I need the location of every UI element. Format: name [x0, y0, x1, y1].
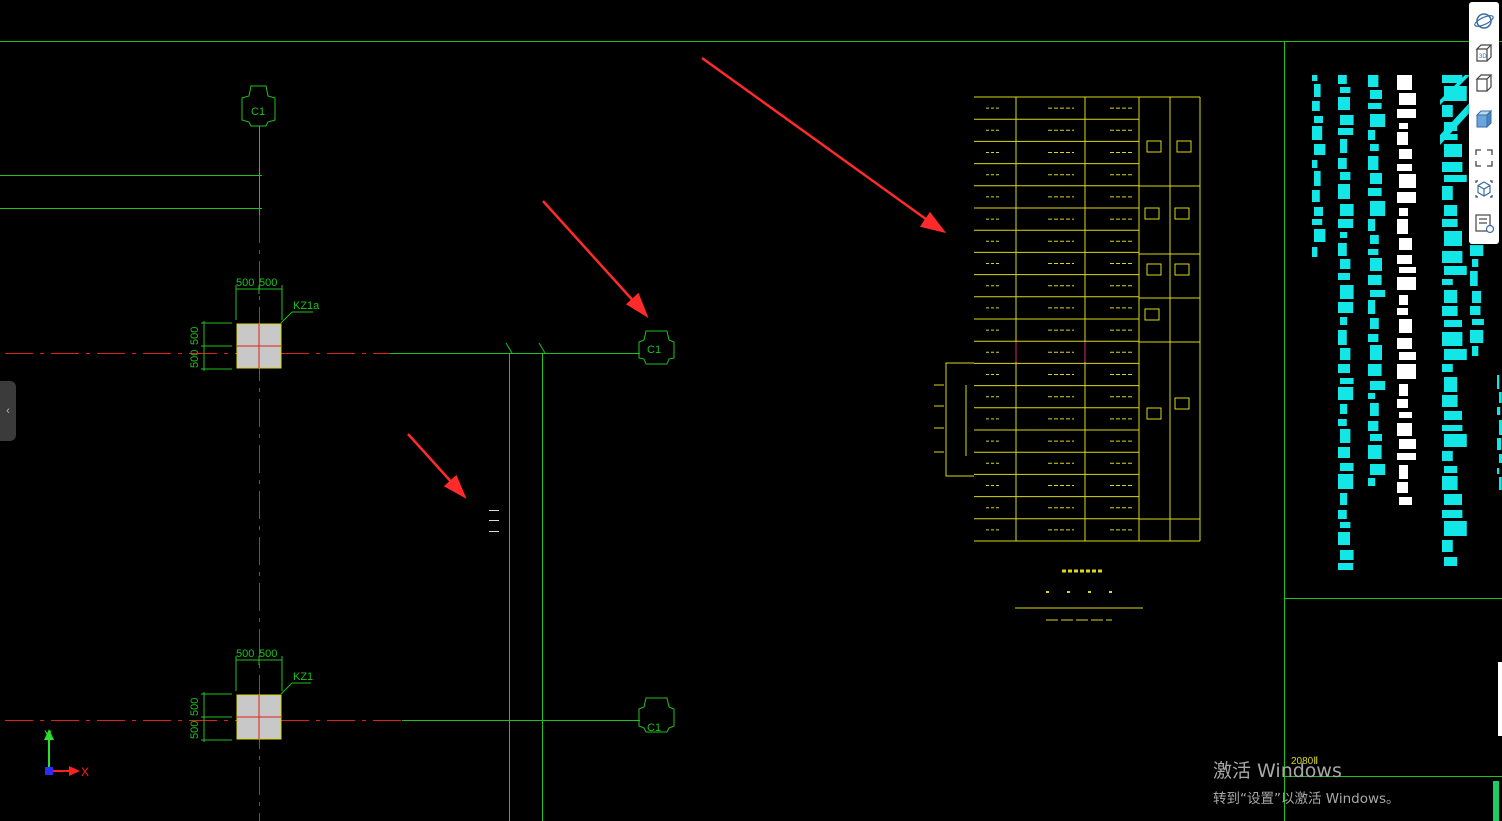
dim-side-bottom: 500 — [189, 721, 201, 739]
column-kz1[interactable]: 500 500 500 500 KZ1 — [189, 648, 313, 742]
dim-top-left: 500 — [236, 277, 254, 289]
column-label-kz1: KZ1 — [293, 671, 313, 683]
side-panel-toggle[interactable]: ‹ — [0, 381, 16, 441]
view-3d-icon[interactable]: 3D — [1473, 42, 1495, 64]
grid-bubble-label: C1 — [647, 344, 661, 356]
activation-title: 激活 Windows — [1213, 760, 1342, 782]
drawing-notes-blocks — [1312, 75, 1502, 570]
properties-list-icon[interactable] — [1473, 212, 1495, 234]
grid-bubble-label: C1 — [647, 722, 661, 734]
scroll-indicator[interactable] — [1493, 781, 1499, 821]
dim-top-left: 500 — [236, 648, 254, 660]
grid-bubble[interactable]: C1 — [638, 330, 675, 365]
navigate-orbit-icon[interactable] — [1473, 10, 1495, 32]
svg-text:3D: 3D — [1479, 54, 1487, 60]
view-toolbar: 3D — [1469, 2, 1499, 244]
dim-top-right: 500 — [259, 648, 277, 660]
chevron-left-icon: ‹ — [6, 405, 10, 417]
zoom-extents-icon[interactable] — [1473, 147, 1495, 169]
grid-bubble[interactable]: C1 — [638, 697, 675, 734]
view-cube-shaded-icon[interactable] — [1473, 108, 1495, 130]
dim-side-top: 500 — [189, 327, 201, 345]
view-cube-icon[interactable] — [1473, 72, 1495, 94]
dim-top-right: 500 — [259, 277, 277, 289]
activation-subtitle: 转到“设置”以激活 Windows。 — [1213, 791, 1400, 807]
beam-lines — [0, 126, 640, 821]
title-block-label: 2080Ⅱ — [1291, 756, 1318, 767]
side-strip — [1498, 662, 1502, 736]
dim-side-top: 500 — [189, 698, 201, 716]
dim-side-bottom: 500 — [189, 350, 201, 368]
section-mark — [489, 510, 499, 532]
column-schedule-table[interactable] — [934, 96, 1201, 621]
column-label-kz1a: KZ1a — [293, 300, 320, 312]
windows-activation-watermark: 激活 Windows 转到“设置”以激活 Windows。 — [1213, 756, 1400, 807]
grid-bubble-label: C1 — [251, 106, 265, 118]
ucs-x-label: X — [81, 765, 89, 779]
view-box-icon[interactable] — [1473, 178, 1495, 200]
ucs-icon: Y X — [44, 728, 89, 779]
ucs-y-label: Y — [44, 728, 52, 742]
column-kz1a[interactable]: 500 500 500 500 KZ1a — [189, 277, 320, 371]
annotation-arrows — [407, 56, 947, 499]
grid-bubble[interactable]: C1 — [241, 85, 276, 127]
drawing-frame — [0, 41, 1502, 821]
